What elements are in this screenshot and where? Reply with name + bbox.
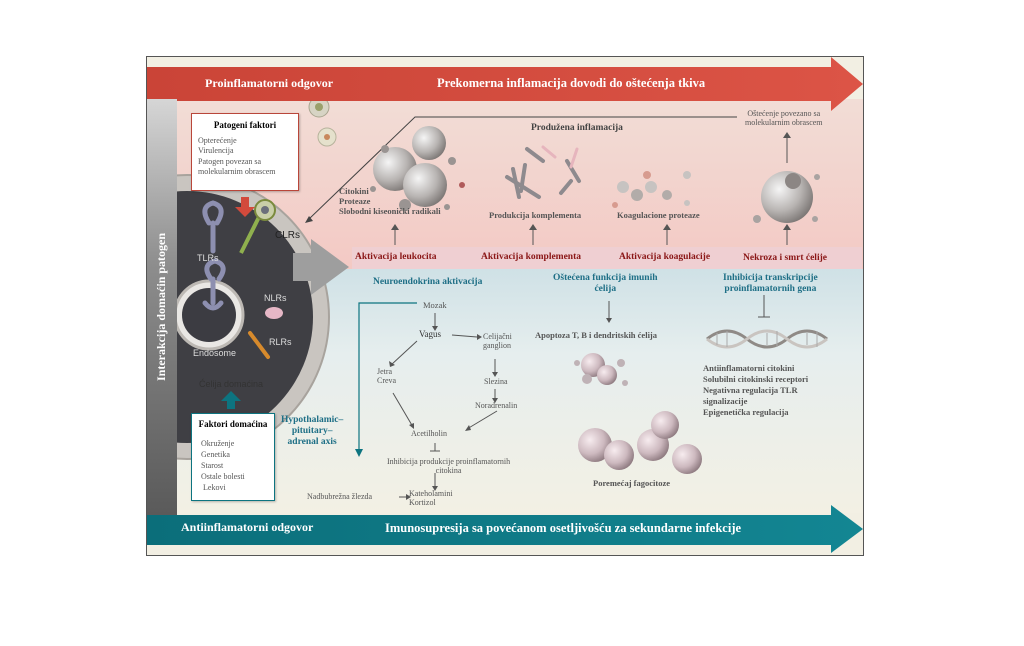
leukocyte-products: Citokini Proteaze Slobodni kiseonički ra… [339,186,441,216]
pathogen-box-items: Opterećenje Virulencija Patogen povezan … [198,136,276,177]
diagram-graphics [147,57,863,553]
immune-impairment-title: Oštećena funkcija imunih ćelija [553,273,658,294]
phagocyte-cells [578,411,702,474]
activation-leukocytes: Aktivacija leukocita [355,252,437,262]
clrs-label: CLRs [275,230,301,241]
anti-arrow-right-label: Imunosupresija sa povećanom osetljivošću… [385,521,742,535]
rlrs-label: RLRs [269,337,292,347]
catecholamines-label: Kateholamini Kortizol [409,489,453,508]
noradrenalin-label: Noradrenalin [475,401,518,410]
slezina-label: Slezina [484,377,508,386]
mozak-label: Mozak [423,300,447,310]
acetilholin-label: Acetilholin [411,429,447,438]
side-bar [147,99,177,515]
host-box-title: Faktori domaćina [198,419,268,429]
dna-rungs [716,331,818,347]
feedback-arrowhead [305,216,313,223]
anti-arrow-left-label: Antiinflamatorni odgovor [181,520,314,534]
rlr-icon [248,331,270,359]
neuro-pathway-lines [390,295,770,498]
celiac-ganglion-label: Celijačni ganglion [483,332,512,351]
hpa-arrowhead [355,449,363,457]
apoptosis-label: Apoptoza T, B i dendritskih ćelija [535,330,658,340]
activation-coagulation: Aktivacija koagulacije [619,252,711,262]
coagulation-product: Koagulacione proteaze [617,210,700,220]
hpa-connector [358,302,417,451]
activation-arrowheads [391,132,791,230]
complement-fragments [541,145,579,169]
endosome-label: Endosome [193,348,237,358]
cytokine-inhibition-label: Inhibicija produkcije proinflamatornih c… [387,457,511,476]
pathogen-down-arrow [235,197,255,217]
host-up-arrow [221,391,241,409]
host-factors-box: Faktori domaćina Okruženje Genetika Star… [191,413,275,501]
sepsis-diagram: Proinflamatorni odgovor Prekomerna infla… [146,56,864,556]
nlrs-label: NLRs [264,293,287,303]
coagulation-particles [612,171,691,208]
adrenal-gland-label: Nadbubrežna žlezda [307,492,373,501]
damage-pattern-label: Oštećenje povezano sa molekularnim obras… [745,109,823,128]
jetra-creva-label: Jetra Creva [377,367,397,386]
pattern-feedback-line [308,116,737,220]
host-box-items: Okruženje Genetika Starost Ostale bolest… [201,439,245,493]
necrotic-cell [753,171,820,223]
tlr-receptor-icon [202,200,226,311]
proinflammatory-arrow [147,57,863,111]
complement-proteins [505,147,581,199]
pathogen-particles [308,96,337,147]
pro-arrow-right-label: Prekomerna inflamacija dovodi do oštećen… [437,76,706,90]
pro-arrow-left-label: Proinflamatorni odgovor [205,76,334,90]
tlrs-label: TLRs [197,253,219,263]
neuroendocrine-title: Neuroendokrina aktivacija [373,277,483,287]
big-chevron-arrow [293,239,349,295]
hpa-axis-label: Hypothalamic– pituitary– adrenal axis [281,415,344,447]
activation-complement: Aktivacija komplementa [481,252,582,262]
endosome-lumen [182,288,236,342]
host-cell-label: Ćelija domaćina [199,379,264,389]
prolonged-inflammation-title: Produžena inflamacija [531,123,623,133]
nlr-icon [265,307,283,319]
inhibition-mechanisms-list: Antiinflamatorni citokini Solubilni cito… [703,363,809,417]
activation-up-arrows [394,137,788,245]
neuro-arrowheads [389,318,612,500]
necrosis-cell-death: Nekroza i smrt ćelije [743,253,827,263]
pathogen-factors-box: Patogeni faktori Opterećenje Virulencija… [191,113,299,191]
pathogen-box-title: Patogeni faktori [213,120,277,130]
apoptotic-cells [574,353,628,386]
clr-receptor-icon [239,199,276,254]
activation-band [352,247,862,269]
side-label: Interakcija domaćin patogen [154,233,169,381]
phagocytosis-label: Poremećaj fagocitoze [593,478,671,488]
complement-product: Produkcija komplementa [489,210,582,220]
leukocyte-cells [370,126,465,211]
antiinflammatory-arrow [147,505,863,553]
vagus-label: Vagus [419,329,441,339]
inhibition-title: Inhibicija transkripcije proinflamatorni… [723,273,818,294]
